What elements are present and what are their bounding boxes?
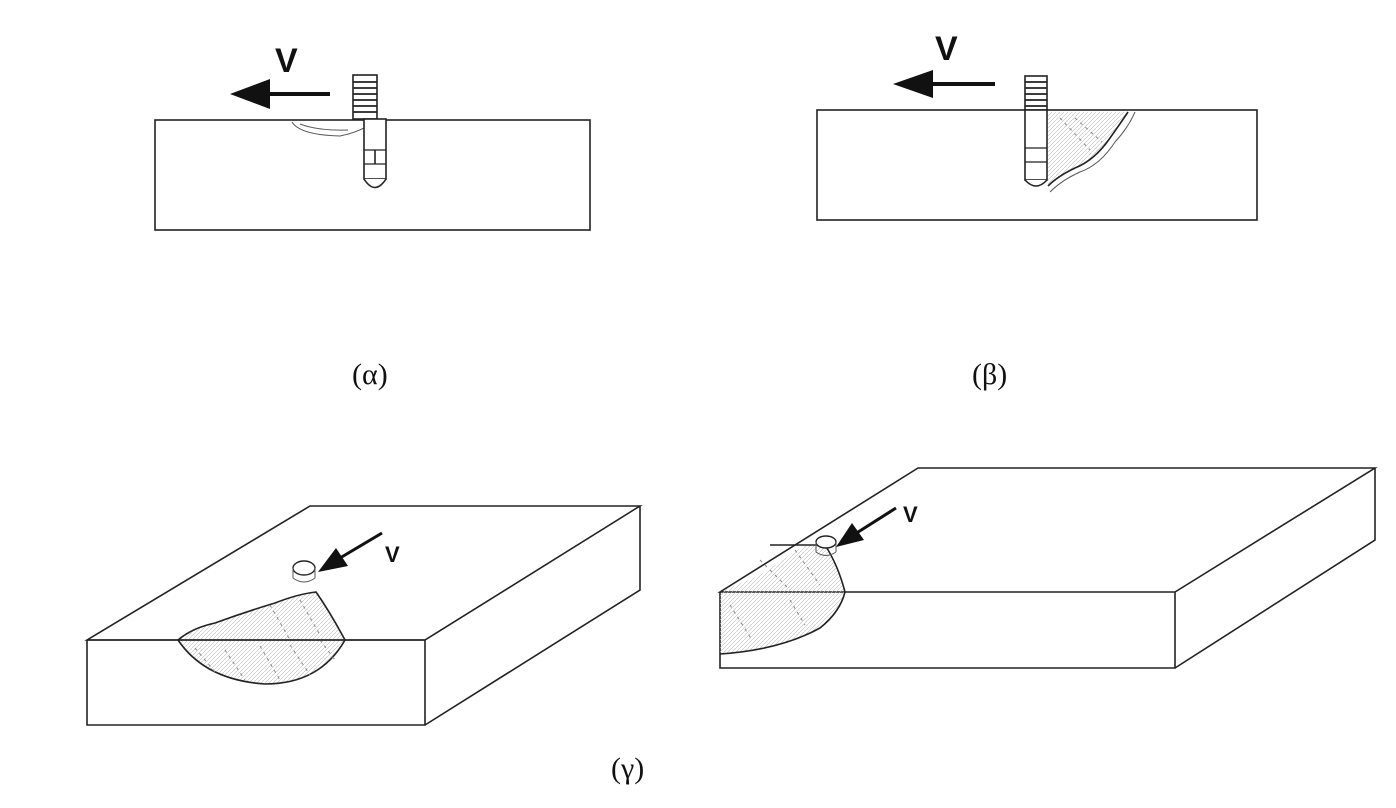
electrode-tip-gamma-left bbox=[292, 560, 316, 576]
velocity-label-gamma-left: V bbox=[385, 542, 400, 567]
electrode-tip-gamma-right bbox=[815, 535, 837, 549]
velocity-label-gamma-right: V bbox=[903, 502, 918, 527]
weld-zone-gamma-right bbox=[719, 544, 846, 655]
weld-zone-gamma-left bbox=[87, 591, 425, 685]
panel-gamma-left: V bbox=[84, 505, 643, 726]
velocity-arrow-gamma-left bbox=[318, 531, 383, 572]
welding-electrode-a bbox=[352, 74, 387, 189]
velocity-arrow-gamma-right bbox=[836, 506, 897, 547]
welding-electrode-b bbox=[1024, 75, 1048, 187]
weld-zone-b bbox=[1047, 111, 1136, 193]
caption-gamma: (γ) bbox=[611, 752, 644, 785]
weld-pool-a bbox=[291, 121, 373, 137]
caption-alpha: (α) bbox=[352, 358, 388, 391]
velocity-arrow-b bbox=[893, 70, 995, 98]
panel-gamma-right: V bbox=[717, 467, 1378, 669]
caption-beta: (β) bbox=[972, 358, 1007, 391]
panel-beta: V (β) bbox=[816, 30, 1258, 391]
velocity-label-a: V bbox=[275, 42, 298, 80]
velocity-arrow-a bbox=[230, 79, 330, 109]
velocity-label-b: V bbox=[935, 30, 958, 68]
workpiece-3d-block-left bbox=[84, 505, 643, 726]
panel-alpha: V (α) bbox=[154, 42, 591, 391]
